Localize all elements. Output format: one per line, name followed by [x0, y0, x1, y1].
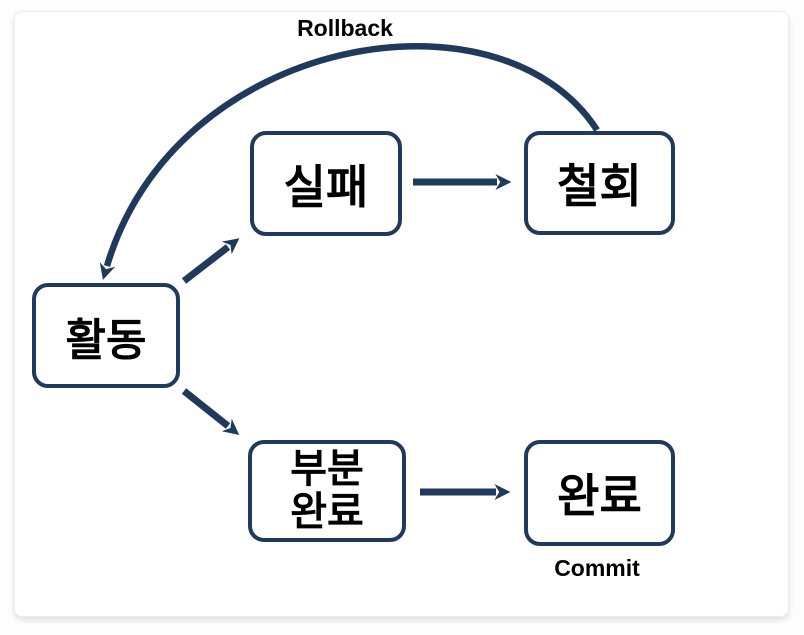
node-withdraw-label: 철회 [557, 160, 642, 212]
node-failure-label: 실패 [283, 160, 369, 213]
node-failure: 실패 [250, 131, 402, 236]
rollback-edge-label: Rollback [297, 15, 393, 41]
node-complete-label: 완료 [557, 470, 642, 522]
node-activity-label: 활동 [65, 315, 147, 365]
commit-edge-label: Commit [554, 555, 640, 581]
node-activity: 활동 [32, 283, 180, 388]
node-complete: 완료 [524, 440, 675, 546]
node-partial-complete: 부분 완료 [248, 440, 406, 542]
node-partial-label-line2: 완료 [290, 490, 364, 534]
node-partial-label-line1: 부분 [290, 446, 364, 491]
node-withdraw: 철회 [524, 131, 675, 235]
